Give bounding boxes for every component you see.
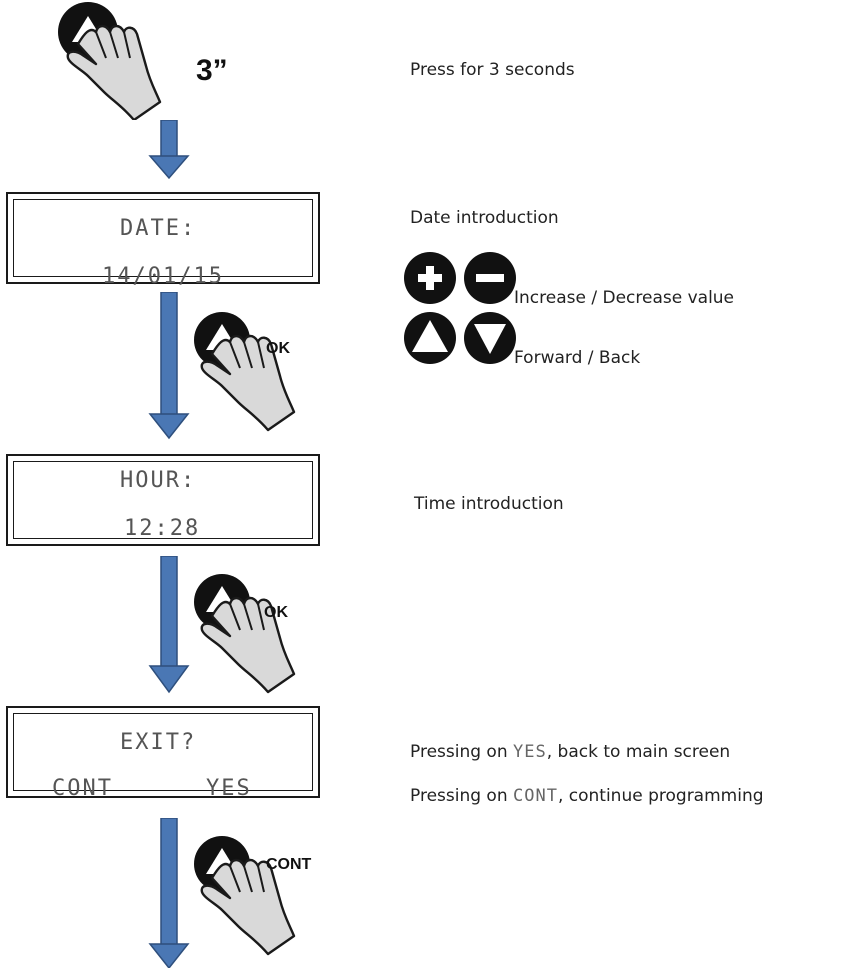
hold-duration-label: 3”	[196, 54, 228, 87]
date-label: DATE:	[120, 216, 197, 241]
exit-label: EXIT?	[120, 730, 197, 755]
lcd-inner-frame	[13, 713, 313, 791]
down-arrow-icon	[148, 120, 190, 180]
down-arrow-icon	[148, 818, 190, 968]
power-press-group	[38, 0, 168, 122]
ok-press-group-1	[190, 304, 320, 434]
cont-press-group	[190, 828, 320, 958]
minus-button-icon	[464, 252, 516, 304]
lcd-inner-frame	[13, 199, 313, 277]
hour-lcd-screen: HOUR: 12:28	[6, 454, 320, 546]
yes-suffix: , back to main screen	[546, 742, 731, 762]
plus-button-icon	[404, 252, 456, 304]
yes-word: YES	[513, 742, 547, 762]
date-introduction-text: Date introduction	[410, 208, 559, 228]
lcd-inner-frame	[13, 461, 313, 539]
down-arrow-icon	[148, 292, 190, 440]
cont-label: CONT	[266, 856, 312, 873]
cont-word: CONT	[513, 786, 558, 806]
ok-label: OK	[266, 340, 290, 357]
hour-value: 12:28	[124, 516, 201, 541]
yes-prefix: Pressing on	[410, 742, 514, 762]
cont-suffix: , continue programming	[557, 786, 764, 806]
press-3-seconds-text: Press for 3 seconds	[410, 60, 575, 80]
up-button-hand-icon	[194, 312, 296, 432]
up-button-hand-icon	[194, 836, 296, 956]
down-arrow-icon	[148, 556, 190, 694]
ok-label: OK	[264, 604, 288, 621]
cont-instruction-text: Pressing on CONT, continue programming	[410, 786, 764, 806]
ok-press-group-2	[190, 566, 320, 696]
up-triangle-button-icon	[404, 312, 456, 364]
hour-label: HOUR:	[120, 468, 197, 493]
yes-instruction-text: Pressing on YES, back to main screen	[410, 742, 730, 762]
up-button-hand-icon	[194, 574, 296, 694]
yes-option: YES	[206, 776, 252, 801]
button-legend-icons	[404, 252, 516, 364]
cont-option: CONT	[52, 776, 113, 801]
up-button-hand-icon	[58, 2, 162, 122]
time-introduction-text: Time introduction	[414, 494, 564, 514]
date-value: 14/01/15	[102, 264, 224, 289]
cont-prefix: Pressing on	[410, 786, 514, 806]
down-triangle-button-icon	[464, 312, 516, 364]
increase-decrease-text: Increase / Decrease value	[514, 288, 735, 308]
forward-back-text: Forward / Back	[514, 348, 641, 368]
date-lcd-screen: DATE: 14/01/15	[6, 192, 320, 289]
exit-lcd-screen: EXIT? CONT YES	[6, 706, 320, 801]
